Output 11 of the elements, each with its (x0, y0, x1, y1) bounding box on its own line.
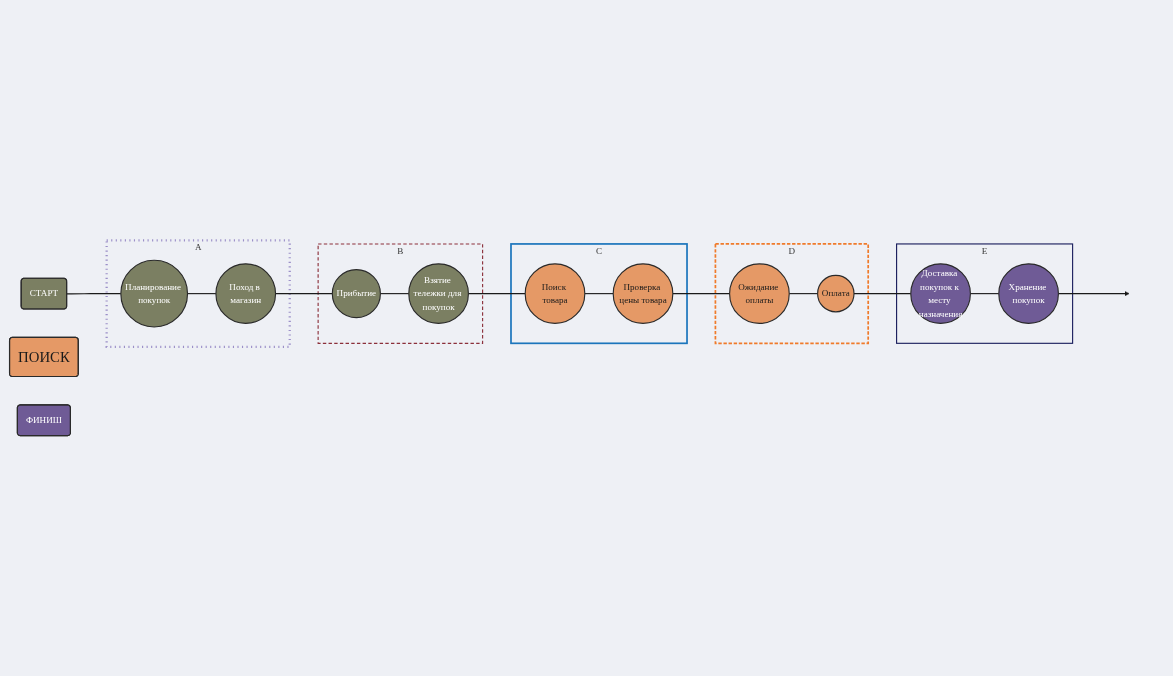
node-circle: Проверка цены товара (612, 263, 674, 324)
node-circle: Доставка покупок к месту назначения (910, 263, 971, 324)
node-circle: Планирование покупок (120, 259, 189, 328)
node-circle: Прибытие (331, 269, 381, 319)
node-circle: Оплата (817, 274, 855, 313)
node-circle: Взятие тележки для покупок (408, 263, 469, 324)
node-circle: Поход в магазин (215, 263, 277, 324)
node-circle: Хранение покупок (998, 263, 1059, 324)
connector (584, 293, 614, 295)
node-circle: Ожидание оплаты (729, 263, 790, 324)
node-circle: Поиск товара (524, 263, 586, 324)
